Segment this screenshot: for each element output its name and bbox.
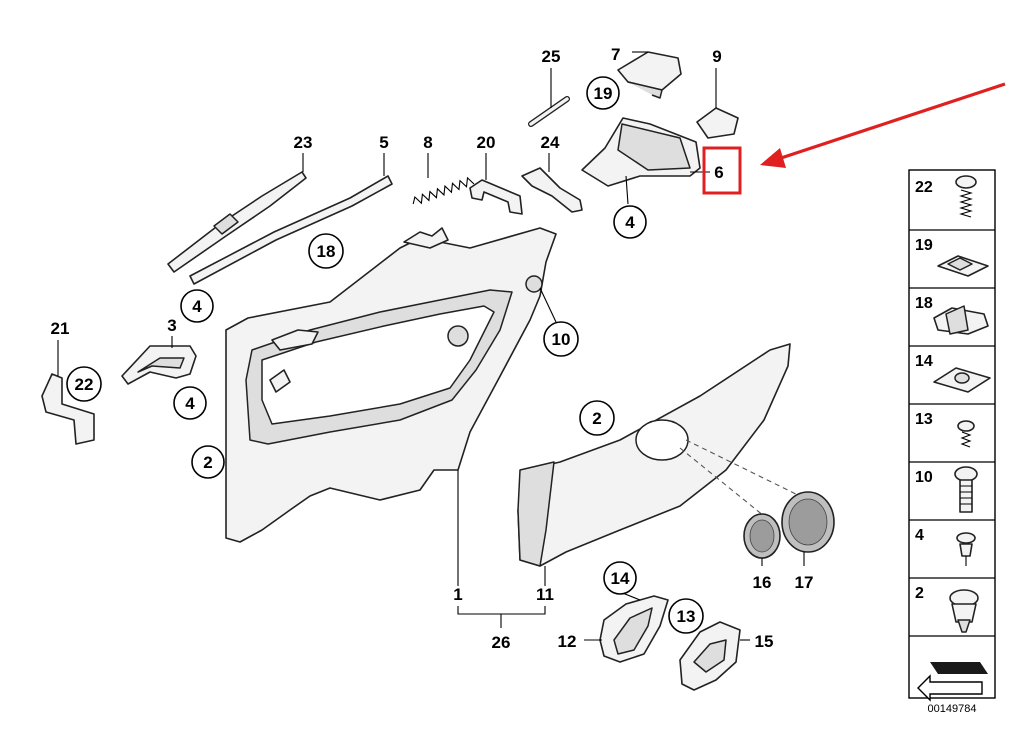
part-25-pin — [528, 68, 570, 127]
callout-4-circle-b — [180, 289, 214, 323]
legend-label-22: 22 — [915, 179, 933, 196]
callout-10-circle — [543, 321, 579, 357]
legend-label-18: 18 — [915, 295, 933, 312]
screw-4-icon — [956, 532, 976, 566]
callout-19: 19 — [594, 84, 613, 103]
callout-18: 18 — [317, 242, 336, 261]
screw-22-icon — [955, 175, 977, 218]
part-23-rail — [167, 153, 307, 273]
part-9-cap — [696, 68, 739, 139]
callout-14-circle — [603, 561, 637, 595]
part-5-strip — [189, 153, 393, 285]
group-bracket — [457, 606, 546, 615]
legend-label-4: 4 — [915, 527, 924, 544]
callout-11: 11 — [536, 585, 554, 604]
callout-13: 13 — [677, 607, 696, 626]
callout-20: 20 — [477, 133, 496, 152]
callout-2-b: 2 — [592, 409, 601, 428]
callout-9: 9 — [712, 47, 721, 66]
callout-22-circle — [66, 366, 102, 402]
clip-nut-14-icon — [933, 367, 991, 393]
callout-22: 22 — [75, 375, 94, 394]
clip-nut-19-icon — [937, 255, 989, 277]
callout-13-circle — [668, 598, 704, 634]
bracket-clip-18-icon — [933, 305, 989, 335]
legend-label-2: 2 — [915, 585, 924, 602]
callout-26: 26 — [492, 633, 511, 652]
dash-line-16 — [679, 447, 765, 517]
legend-arrow-icon — [917, 662, 988, 702]
part-24-hinge — [521, 153, 583, 213]
callout-2-a: 2 — [203, 453, 212, 472]
legend-label-10: 10 — [915, 469, 933, 486]
callout-10: 10 — [552, 330, 571, 349]
callout-16: 16 — [753, 573, 772, 592]
highlight-arrow — [760, 82, 1006, 168]
callout-5: 5 — [379, 133, 388, 152]
part-20-clip — [469, 153, 523, 215]
part-12-handle-trim — [584, 591, 669, 663]
callout-12: 12 — [558, 632, 577, 651]
legend-label-13: 13 — [915, 411, 933, 428]
callout-19-circle — [586, 76, 620, 110]
part-11-lower-panel — [517, 343, 791, 586]
callout-6: 6 — [714, 163, 723, 182]
callout-15: 15 — [755, 632, 774, 651]
callout-14: 14 — [611, 569, 630, 588]
dash-line-17 — [685, 439, 809, 501]
part-7-bracket — [617, 51, 682, 99]
legend-label-19: 19 — [915, 237, 933, 254]
part-17-grille — [781, 491, 835, 566]
callout-25: 25 — [542, 47, 561, 66]
part-3-handle — [121, 336, 197, 385]
callout-4-a: 4 — [625, 213, 635, 232]
callout-4-c: 4 — [185, 394, 195, 413]
part-16-grille — [743, 513, 781, 566]
part-21-bracket — [41, 340, 95, 445]
callout-4-circle-a — [613, 205, 647, 239]
legend-label-14: 14 — [915, 353, 933, 370]
highlight-box-6 — [702, 146, 742, 195]
rivet-2-icon — [949, 589, 979, 633]
callout-7: 7 — [611, 45, 620, 64]
part-1-side-panel — [225, 227, 557, 586]
callout-8: 8 — [423, 133, 432, 152]
callout-3: 3 — [167, 316, 176, 335]
callout-17: 17 — [795, 573, 814, 592]
callout-2-circle-b — [579, 400, 615, 436]
callout-18-circle — [308, 233, 344, 269]
callout-23: 23 — [294, 133, 313, 152]
fastener-legend: 22 19 18 14 13 10 4 2 — [908, 169, 996, 702]
part-8-spring — [412, 153, 475, 205]
callout-24: 24 — [541, 133, 560, 152]
callout-4-b: 4 — [192, 297, 202, 316]
part-6-cover — [581, 117, 710, 205]
callout-21: 21 — [51, 319, 70, 338]
callout-4-circle-c — [173, 386, 207, 420]
callout-2-circle-a — [191, 445, 225, 479]
screw-13-icon — [957, 420, 975, 448]
part-15-cover — [679, 621, 750, 691]
diagram-code: 00149784 — [928, 703, 977, 715]
callout-1: 1 — [453, 585, 462, 604]
bolt-10-icon — [954, 466, 978, 513]
